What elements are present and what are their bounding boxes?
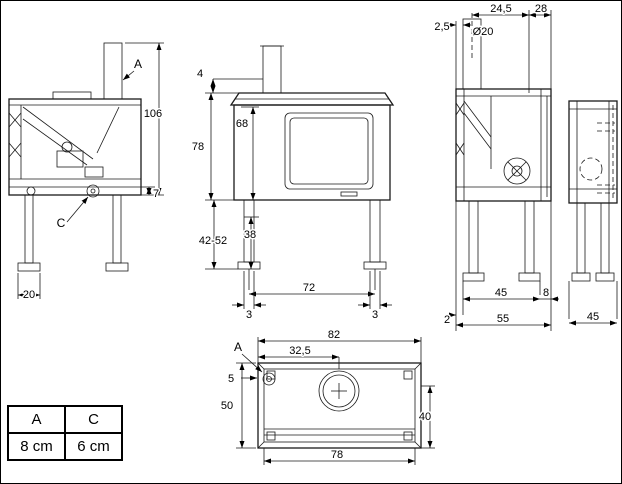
leg	[24, 194, 34, 264]
dim-5-label: 5	[228, 373, 234, 385]
side-left-geometry	[8, 42, 142, 272]
view-front: 4 78 68 42-52 38 72 3 3	[190, 45, 395, 323]
side-right-dimensions: 24,5 28 2,5 Ø20 45 8 2 55	[433, 2, 559, 331]
flue-pipe-front	[262, 45, 282, 94]
foot	[105, 262, 129, 272]
dim-78-label: 78	[192, 141, 204, 153]
dim-45-rear-label: 45	[587, 311, 599, 323]
dim-40-label: 40	[419, 411, 431, 423]
view-side-left: 106 7 20 A C	[8, 42, 164, 303]
side-right-geometry	[455, 13, 552, 282]
dim-4-label: 4	[197, 68, 203, 80]
view-plan: 82 32,5 A 5 50 40 78	[219, 328, 435, 465]
leg	[369, 199, 381, 263]
door-handle	[340, 191, 358, 197]
dim-68-label: 68	[236, 118, 248, 130]
foot-plan	[403, 431, 413, 441]
dim-3-right-label: 3	[372, 309, 378, 321]
foot	[462, 272, 485, 282]
dim-72-label: 72	[303, 282, 315, 294]
dim-32-5-label: 32,5	[289, 345, 310, 357]
foot	[17, 262, 41, 272]
plan-geometry	[257, 362, 422, 449]
fan-hidden	[579, 157, 603, 181]
side-left-dimensions: 106 7 20 A C	[17, 42, 164, 303]
dim-55-label: 55	[497, 313, 509, 325]
dim-7-label: 7	[153, 188, 159, 200]
spec-table: A C 8 cm 6 cm	[7, 405, 123, 461]
plan-label-a: A	[234, 340, 242, 354]
foot-plan	[403, 370, 413, 380]
foot	[571, 272, 591, 282]
foot-plan	[266, 431, 276, 441]
section-label-a: A	[134, 57, 142, 71]
foot-plan	[266, 370, 276, 380]
dim-42-52-label: 42-52	[199, 235, 227, 247]
dim-24-5-label: 24,5	[490, 3, 511, 15]
dim-50-label: 50	[221, 400, 233, 412]
dim-106-label: 106	[144, 108, 162, 120]
foot	[363, 261, 387, 270]
dim-28-label: 28	[535, 3, 547, 15]
dim-82-label: 82	[328, 329, 340, 341]
flue-pipe-side-left	[103, 42, 123, 100]
dim-2-label: 2	[444, 314, 450, 326]
leg	[600, 202, 610, 274]
dim-3-left-label: 3	[246, 309, 252, 321]
dim-flue-diameter-label: Ø20	[473, 26, 494, 38]
flue-outlet-plan	[318, 370, 360, 412]
flue-pipe-side-right	[462, 18, 482, 90]
foot	[237, 261, 261, 270]
leg	[524, 200, 535, 274]
foot	[518, 272, 541, 282]
spec-table-header-a: A	[7, 405, 66, 434]
dim-20-label: 20	[23, 289, 35, 301]
front-geometry	[229, 45, 395, 270]
dim-78-plan-label: 78	[331, 449, 343, 461]
plan-dimensions: 82 32,5 A 5 50 40 78	[219, 328, 435, 465]
spec-table-value-c: 6 cm	[64, 432, 123, 461]
rear-dimensions: 45	[568, 281, 618, 326]
dim-45-label: 45	[495, 287, 507, 299]
air-valve-c	[86, 184, 100, 198]
glass-door	[284, 112, 374, 190]
spec-table-value-a: 8 cm	[7, 432, 66, 461]
stove-body-side-right	[455, 88, 552, 202]
dim-2-5-label: 2,5	[434, 21, 449, 33]
view-side-right: 24,5 28 2,5 Ø20 45 8 2 55	[433, 2, 559, 331]
view-rear: 45	[568, 100, 618, 326]
leg	[576, 202, 586, 274]
stove-body-plan	[257, 362, 422, 449]
top-plate	[229, 92, 395, 106]
leg	[468, 200, 479, 274]
front-dimensions: 4 78 68 42-52 38 72 3 3	[190, 67, 392, 323]
spec-table-header-c: C	[64, 405, 123, 434]
section-label-c: C	[57, 216, 66, 230]
rear-geometry	[568, 100, 618, 282]
stove-body-front	[233, 104, 391, 201]
dim-8-label: 8	[543, 287, 549, 299]
fan	[503, 157, 531, 185]
dim-38-label: 38	[244, 229, 256, 241]
leg	[112, 194, 122, 264]
foot	[595, 272, 615, 282]
stove-body-side-left	[8, 98, 142, 196]
stove-body-rear	[568, 100, 618, 204]
